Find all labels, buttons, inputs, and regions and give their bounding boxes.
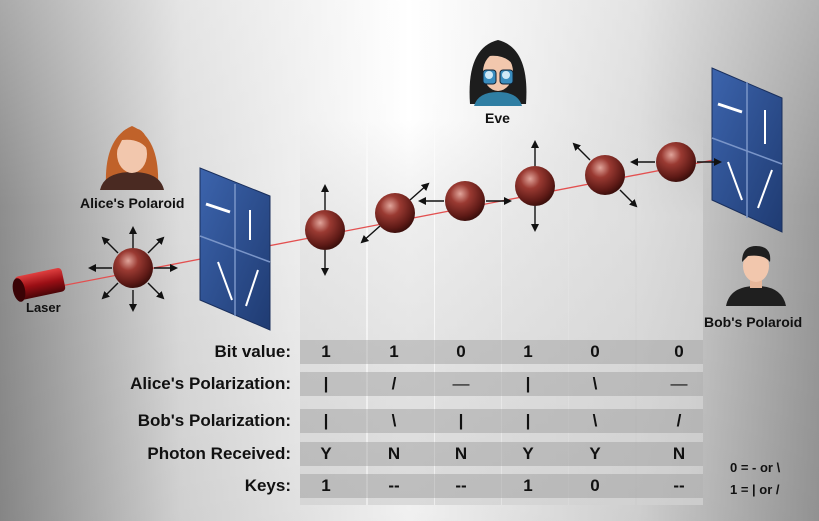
eve-label: Eve (485, 110, 510, 126)
bit-value-cell: 0 (674, 342, 684, 361)
key-cell: 1 (523, 476, 533, 495)
row-label-bob-polarization: Bob's Polarization: (137, 411, 291, 430)
column-highlight (300, 120, 366, 505)
bit-value-cell: 1 (389, 342, 399, 361)
photon-received-cell: N (454, 444, 468, 463)
alice-polarization-cell: / (391, 374, 397, 393)
photon-received-cell: Y (522, 444, 534, 463)
eve-binoculars-avatar-icon (469, 40, 527, 106)
row-band (300, 474, 703, 498)
alice-polarization-cell: — (670, 374, 688, 393)
bob-polarization-cell: | (525, 411, 531, 430)
bit-value-cell: 0 (590, 342, 600, 361)
row-band (300, 372, 703, 396)
row-label-photon-received: Photon Received: (147, 444, 291, 463)
row-band (300, 409, 703, 433)
photon-received-cell: Y (589, 444, 601, 463)
key-cell: -- (388, 476, 400, 495)
row-label-alice-polarization: Alice's Polarization: (130, 374, 291, 393)
bob-polaroid-filter-icon (711, 67, 783, 233)
bob-polarization-cell: | (323, 411, 329, 430)
laser-label: Laser (26, 300, 61, 315)
bob-avatar-icon (726, 246, 786, 306)
column-highlight (637, 120, 703, 505)
photon-sphere-icon (305, 210, 345, 250)
legend-one: 1 = | or / (730, 482, 780, 497)
row-band (300, 340, 703, 364)
photon-received-cell: N (387, 444, 401, 463)
bob-polarization-cell: \ (391, 411, 397, 430)
photon-sphere-icon (656, 142, 696, 182)
laser-emitter-icon (12, 268, 66, 302)
alice-polarization-cell: | (323, 374, 329, 393)
key-cell: 1 (321, 476, 331, 495)
photon-sphere-icon (515, 166, 555, 206)
bob-polarization-cell: / (676, 411, 682, 430)
photon-received-cell: N (672, 444, 686, 463)
bit-value-cell: 1 (321, 342, 331, 361)
alice-polarization-cell: — (452, 374, 470, 393)
bob-polaroid-label: Bob's Polaroid (704, 314, 803, 330)
alice-polaroid-filter-icon (199, 167, 271, 331)
row-label-bit-value: Bit value: (214, 342, 291, 361)
key-cell: -- (673, 476, 685, 495)
unpolarized-arrows-icon (88, 226, 178, 312)
photon-sphere-icon (375, 193, 415, 233)
photon-sphere-icon (445, 181, 485, 221)
bit-value-cell: 0 (456, 342, 466, 361)
bob-polarization-cell: | (458, 411, 464, 430)
alice-avatar-icon (100, 126, 164, 190)
key-cell: 0 (590, 476, 600, 495)
photon-sphere-icon (113, 248, 153, 288)
legend-zero: 0 = - or \ (730, 460, 781, 475)
row-band (300, 442, 703, 466)
alice-polaroid-label: Alice's Polaroid (80, 195, 185, 211)
row-label-keys: Keys: (244, 476, 291, 495)
bit-value-cell: 1 (523, 342, 533, 361)
photon-received-cell: Y (320, 444, 332, 463)
alice-polarization-cell: | (525, 374, 531, 393)
photon-sphere-icon (585, 155, 625, 195)
alice-polarization-cell: \ (592, 374, 598, 393)
diagonal-arrows-icon (360, 182, 430, 244)
bob-polarization-cell: \ (592, 411, 598, 430)
diagonal-arrows-icon (572, 142, 638, 208)
key-cell: -- (455, 476, 467, 495)
